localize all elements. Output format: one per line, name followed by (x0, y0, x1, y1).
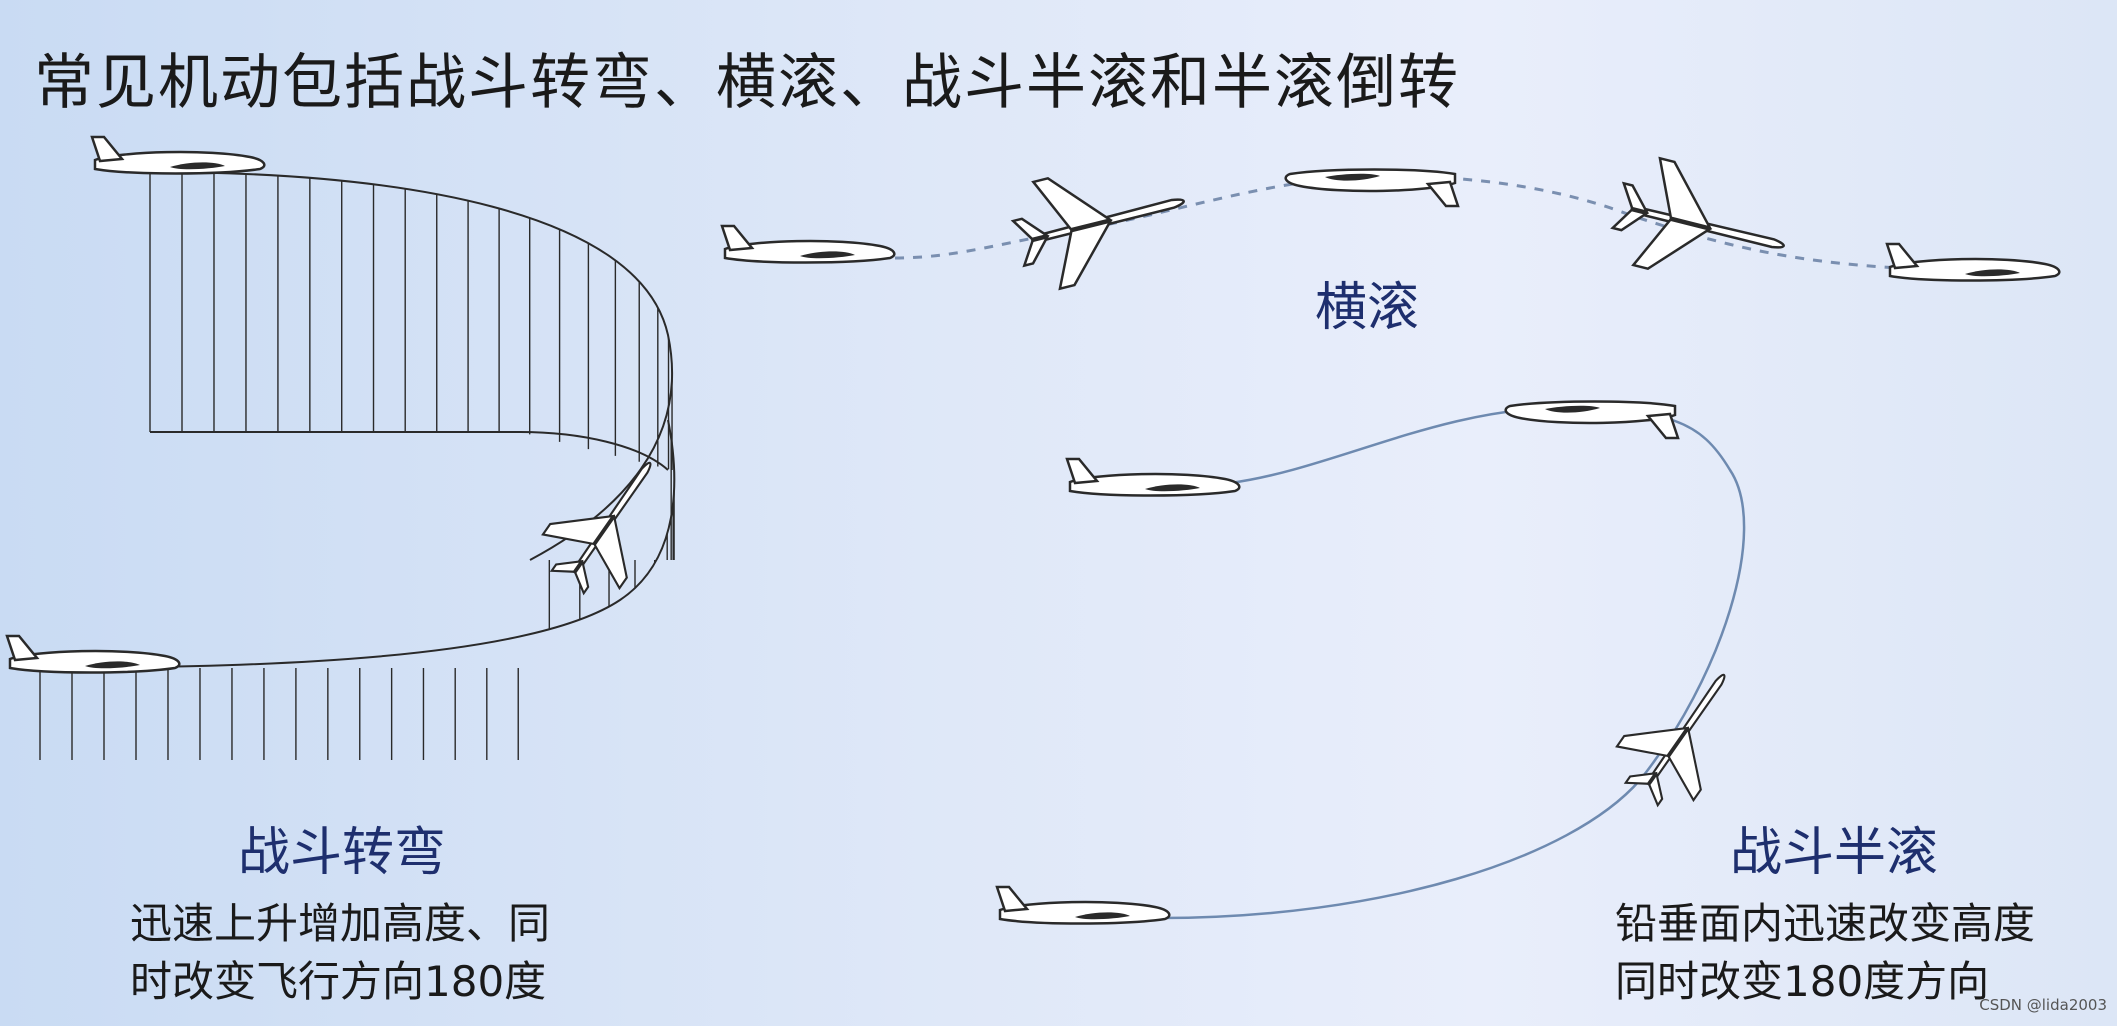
half-roll-desc-line2: 同时改变180度方向 (1615, 957, 1990, 1006)
half-roll-description: 铅垂面内迅速改变高度 同时改变180度方向 (1615, 895, 2035, 1011)
half-roll-path (1159, 406, 1746, 920)
combat-turn-description: 迅速上升增加高度、同 时改变飞行方向180度 (130, 895, 550, 1011)
watermark: CSDN @lida2003 (1979, 996, 2107, 1014)
roll-plane-2 (1003, 146, 1199, 297)
half-roll-plane-inverted (1504, 400, 1680, 440)
roll-plane-4 (1603, 150, 1799, 301)
roll-plane-1 (720, 224, 896, 264)
combat-turn-curtain (39, 171, 676, 760)
combat-turn-label: 战斗转弯 (238, 823, 447, 883)
half-roll-desc-line1: 铅垂面内迅速改变高度 (1615, 899, 2036, 948)
combat-turn-desc-line2: 时改变飞行方向180度 (130, 957, 547, 1006)
combat-turn-plane-top (90, 135, 266, 175)
combat-turn-plane-bottom (5, 634, 181, 674)
combat-turn-desc-line1: 迅速上升增加高度、同 (130, 899, 551, 948)
roll-plane-3 (1284, 168, 1460, 208)
half-roll-plane-exit (1065, 457, 1241, 497)
roll-plane-5 (1885, 242, 2061, 282)
half-roll-plane-bottom (995, 885, 1171, 925)
roll-label: 横滚 (1315, 278, 1420, 338)
half-roll-label: 战斗半滚 (1730, 823, 1939, 883)
page-title: 常见机动包括战斗转弯、横滚、战斗半滚和半滚倒转 (34, 48, 1460, 118)
